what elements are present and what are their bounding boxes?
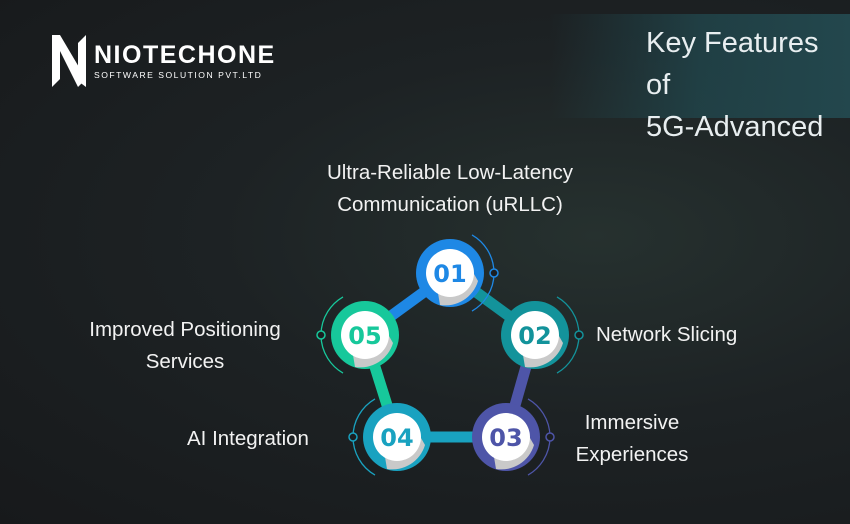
feature-05-line1: Improved Positioning (89, 318, 281, 341)
node-number: 05 (348, 322, 381, 350)
feature-label-02: Network Slicing (596, 319, 737, 351)
feature-node-04: 04 (348, 398, 431, 476)
feature-label-03: Immersive Experiences (562, 407, 702, 471)
feature-03-line1: Immersive (584, 411, 680, 434)
arc-dot-icon (574, 330, 584, 340)
company-logo: NIOTECHONE SOFTWARE SOLUTION PVT.LTD (52, 35, 276, 87)
feature-label-01: Ultra-Reliable Low-Latency Communication… (300, 157, 600, 221)
feature-05-line2: Services (145, 350, 225, 373)
page-title: Key Features of 5G-Advanced (550, 14, 850, 143)
feature-label-05: Improved Positioning Services (65, 314, 305, 378)
node-center (426, 249, 474, 297)
node-number: 02 (518, 322, 551, 350)
feature-node-03: 03 (472, 398, 555, 476)
title-line-2: 5G-Advanced (646, 111, 824, 143)
feature-label-04: AI Integration (187, 423, 309, 455)
feature-node-05: 05 (316, 296, 399, 374)
brand-name: NIOTECHONE (94, 41, 276, 69)
node-number: 01 (433, 260, 466, 288)
feature-01-line2: Communication (uRLLC) (337, 193, 563, 216)
brand-tagline: SOFTWARE SOLUTION PVT.LTD (94, 70, 263, 80)
feature-node-01: 01 (416, 234, 499, 312)
feature-02-line1: Network Slicing (596, 323, 738, 346)
node-center (341, 311, 389, 359)
feature-04-line1: AI Integration (187, 427, 309, 450)
arc-dot-icon (348, 432, 358, 442)
logo-n-icon (52, 35, 86, 87)
node-number: 03 (489, 424, 522, 452)
node-number: 04 (380, 424, 413, 452)
feature-03-line2: Experiences (575, 443, 689, 466)
feature-node-02: 02 (501, 296, 584, 374)
title-line-1: Key Features of (646, 27, 819, 101)
node-center (482, 413, 530, 461)
arc-dot-icon (545, 432, 555, 442)
feature-01-line1: Ultra-Reliable Low-Latency (326, 161, 574, 184)
node-center (511, 311, 559, 359)
arc-dot-icon (316, 330, 326, 340)
node-center (373, 413, 421, 461)
arc-dot-icon (489, 268, 499, 278)
